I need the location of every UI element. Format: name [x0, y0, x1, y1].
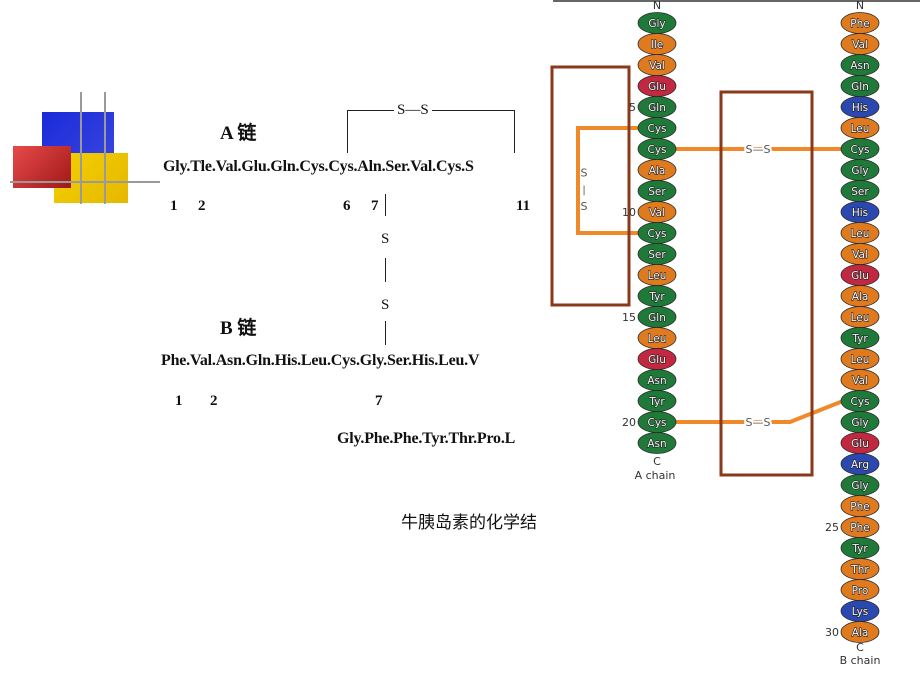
logo-horizontal-line: [10, 181, 160, 183]
a-chain-residue-7: Cys: [647, 144, 666, 156]
a-chain-number-10: 10: [622, 206, 636, 219]
b-chain-residue-30: Ala: [852, 627, 869, 639]
chain-a-sequence: Gly.Tle.Val.Glu.Gln.Cys.Cys.Aln.Ser.Val.…: [163, 158, 474, 175]
b-chain-residue-26: Tyr: [851, 543, 868, 555]
chain-a-pos-6: 6: [343, 198, 351, 214]
chain-a-pos-7: 7: [371, 198, 379, 214]
b-chain-residue-10: His: [852, 207, 868, 219]
a-chain-c-terminus: C: [653, 455, 661, 468]
b-chain-residue-11: Leu: [851, 228, 870, 240]
b-chain-residue-18: Val: [852, 375, 868, 387]
a-chain-residue-16: Leu: [648, 333, 667, 345]
b-chain-residue-29: Lys: [852, 606, 869, 618]
a-chain-residue-18: Asn: [647, 375, 666, 387]
inter-ss-label-bottom: S—S: [746, 416, 771, 429]
logo-vertical-line-1: [80, 92, 82, 204]
ss-bridge-label: S—S: [394, 102, 432, 119]
b-chain-residue-5: His: [852, 102, 868, 114]
b-chain-residue-8: Gly: [851, 165, 868, 177]
a-chain-residue-15: Gln: [648, 312, 666, 324]
b-chain-c-terminus: C: [856, 641, 864, 654]
a-chain-number-15: 15: [622, 311, 636, 324]
b-chain-residue-6: Leu: [851, 123, 870, 135]
b-chain-residue-28: Pro: [852, 585, 869, 597]
chain-a-label: A 链: [220, 123, 257, 144]
b-chain-residue-7: Cys: [850, 144, 869, 156]
interchain-bond-line-3: [385, 321, 387, 345]
a-chain-residue-14: Tyr: [648, 291, 665, 303]
intra-ss-bond-tick: |: [582, 185, 585, 196]
chain-b-sequence: Phe.Val.Asn.Gln.His.Leu.Cys.Gly.Ser.His.…: [161, 352, 480, 369]
interchain-disulfide-bond-bottom: [674, 399, 844, 424]
b-chain-residue-20: Gly: [851, 417, 868, 429]
b-chain-residue-14: Ala: [852, 291, 869, 303]
a-chain-residue-8: Ala: [649, 165, 666, 177]
b-chain-residue-24: Phe: [850, 501, 869, 513]
figure-caption: 牛胰岛素的化学结: [401, 513, 537, 533]
chain-b-pos-1: 1: [175, 393, 183, 409]
b-chain-residue-1: Phe: [850, 18, 869, 30]
b-chain-bead-30: [840, 621, 880, 643]
a-chain-n-terminus: N: [653, 0, 661, 12]
chain-b-tail-sequence: Gly.Phe.Phe.Tyr.Thr.Pro.L: [337, 430, 516, 447]
b-chain-residue-19: Cys: [850, 396, 869, 408]
a-chain-residue-3: Val: [649, 60, 665, 72]
a-chain-residue-4: Glu: [648, 81, 666, 93]
a-chain-number-20: 20: [622, 416, 636, 429]
b-chain-residue-15: Leu: [851, 312, 870, 324]
a-chain-residue-5: Gln: [648, 102, 666, 114]
b-chain-residue-2: Val: [852, 39, 868, 51]
b-chain-residue-17: Leu: [851, 354, 870, 366]
b-chain-number-30: 30: [825, 626, 839, 639]
chain-a-pos-2: 2: [198, 198, 206, 214]
a-chain-residue-21: Asn: [647, 438, 666, 450]
b-chain-residue-21: Glu: [851, 438, 869, 450]
inter-ss-label-top: S—S: [746, 143, 771, 156]
a-chain-residue-2: Ile: [651, 39, 663, 51]
b-chain-residue-23: Gly: [851, 480, 868, 492]
b-chain-residue-16: Tyr: [851, 333, 868, 345]
chain-b-pos-7: 7: [375, 393, 383, 409]
b-chain-residue-4: Gln: [851, 81, 869, 93]
a-chain-residue-1: Gly: [648, 18, 665, 30]
b-chain-residue-13: Glu: [851, 270, 869, 282]
a-chain-residue-19: Tyr: [648, 396, 665, 408]
b-chain-residue-27: Thr: [850, 564, 869, 576]
interchain-bond-line-1: [385, 194, 387, 216]
b-chain-n-terminus: N: [856, 0, 864, 12]
b-chain-number-25: 25: [825, 521, 839, 534]
highlight-box-interchain: [719, 90, 814, 477]
b-chain-residue-22: Arg: [851, 459, 869, 471]
b-chain-residue-9: Ser: [851, 186, 869, 198]
a-chain-residue-11: Cys: [647, 228, 666, 240]
a-chain-residue-6: Cys: [647, 123, 666, 135]
chain-b-label: B 链: [220, 318, 257, 339]
interchain-s-top: S: [381, 231, 390, 247]
chemical-structure-panel: A 链 S—S Gly.Tle.Val.Glu.Gln.Cys.Cys.Aln.…: [161, 102, 537, 533]
b-chain-residue-25: Phe: [850, 522, 869, 534]
chain-b-pos-2: 2: [210, 393, 218, 409]
interchain-bond-line-2: [385, 258, 387, 282]
b-chain-residue-3: Asn: [850, 60, 869, 72]
a-chain-residue-17: Glu: [648, 354, 666, 366]
a-chain-bead-21: [637, 432, 677, 454]
a-chain-residue-9: Ser: [648, 186, 666, 198]
b-chain-label: B chain: [840, 654, 881, 667]
intrachain-disulfide-bond: [576, 126, 640, 235]
chain-a-pos-11: 11: [516, 198, 531, 214]
a-chain-residue-12: Ser: [648, 249, 666, 261]
a-chain-label: A chain: [635, 469, 676, 482]
a-chain-residue-10: Val: [649, 207, 665, 219]
a-chain-residue-13: Leu: [648, 270, 667, 282]
chain-a-pos-1: 1: [170, 198, 178, 214]
a-chain-residue-20: Cys: [647, 417, 666, 429]
highlight-box-intrachain: [550, 65, 631, 307]
intra-ss-s-top: S: [581, 166, 588, 179]
b-chain-residue-12: Val: [852, 249, 868, 261]
intra-ss-s-bottom: S: [581, 200, 588, 213]
interchain-s-bottom: S: [381, 297, 390, 313]
logo-vertical-line-2: [104, 92, 106, 204]
a-chain-number-5: 5: [629, 101, 636, 114]
